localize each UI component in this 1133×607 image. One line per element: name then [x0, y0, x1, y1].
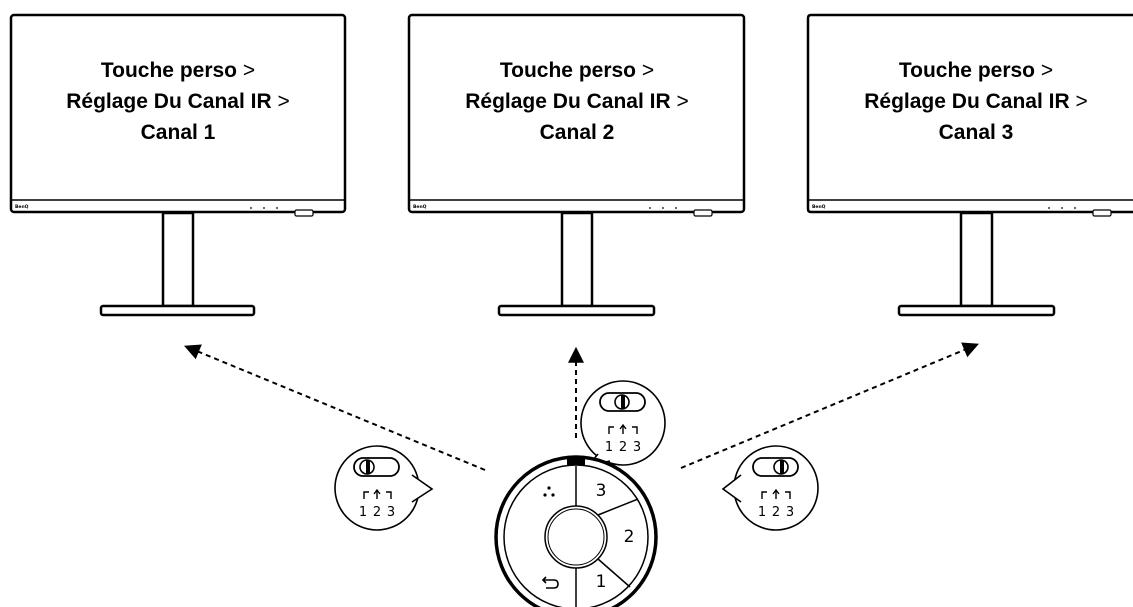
channel-label-2: 2: [619, 440, 627, 455]
menu-path-separator: >: [670, 90, 689, 113]
monitor-2-screen-text: Touche perso > Réglage Du Canal IR > Can…: [417, 55, 737, 148]
switch-callout-channel-3: 1 2 3: [721, 445, 819, 531]
hotkey-puck: 3 2 1: [494, 455, 658, 607]
puck-segment-2[interactable]: 2: [624, 527, 635, 547]
channel-label-3: 3: [786, 505, 794, 520]
channel-arrows-icon: [608, 423, 638, 434]
switch-callout-channel-1: 1 2 3: [334, 445, 434, 531]
channel-label-1: 1: [359, 505, 367, 520]
menu-path-line-3: Canal 2: [539, 121, 615, 144]
ir-switch-icon: [599, 392, 646, 412]
monitor-3-base: [897, 304, 1056, 317]
monitor-1-brand: BenQ: [15, 204, 29, 210]
menu-path-line-2: Réglage Du Canal IR: [864, 90, 1070, 113]
menu-path-separator: >: [1035, 59, 1054, 82]
menu-path-separator: >: [636, 59, 655, 82]
menu-path-separator: >: [237, 59, 256, 82]
puck-segment-1[interactable]: 1: [596, 572, 607, 592]
monitor-2: BenQ: [407, 13, 746, 317]
menu-path-line-3: Canal 1: [140, 121, 216, 144]
menu-path-line-1: Touche perso: [499, 59, 637, 82]
monitor-1-neck: [161, 211, 195, 308]
puck-segment-dividers: [575, 466, 639, 607]
menu-path-line-2: Réglage Du Canal IR: [465, 90, 671, 113]
puck-segment-3[interactable]: 3: [596, 481, 607, 501]
monitor-3-brand: BenQ: [812, 204, 826, 210]
monitor-2-controls: [647, 207, 713, 217]
monitor-1-screen-text: Touche perso > Réglage Du Canal IR > Can…: [18, 55, 338, 148]
channel-label-3: 3: [387, 505, 395, 520]
menu-path-line-2: Réglage Du Canal IR: [66, 90, 272, 113]
menu-path-line-1: Touche perso: [898, 59, 1036, 82]
signal-arrows: [184, 342, 979, 471]
monitor-3-screen-text: Touche perso > Réglage Du Canal IR > Can…: [816, 55, 1133, 148]
ir-switch-icon: [353, 457, 400, 477]
channel-label-3: 3: [633, 440, 641, 455]
channel-arrows-icon: [363, 488, 392, 499]
monitor-2-neck: [560, 211, 594, 308]
monitor-3: BenQ: [806, 13, 1133, 317]
channel-label-2: 2: [373, 505, 381, 520]
monitor-3-bezel: [806, 13, 1133, 214]
monitor-1: BenQ: [9, 13, 347, 317]
arrow-to-monitor-3: [680, 342, 979, 469]
monitor-1-controls: [248, 207, 314, 217]
monitor-2-brand: BenQ: [413, 204, 427, 210]
monitor-3-controls: [1046, 207, 1112, 217]
back-arrow-icon[interactable]: [541, 576, 559, 589]
arrow-to-monitor-1: [184, 344, 486, 471]
monitor-3-neck: [959, 211, 994, 308]
menu-path-separator: >: [1069, 90, 1088, 113]
channel-arrows-icon: [761, 488, 791, 499]
puck-ir-window: [567, 457, 585, 465]
menu-path-line-3: Canal 3: [938, 121, 1014, 144]
menu-path-separator: >: [271, 90, 290, 113]
menu-path-line-1: Touche perso: [100, 59, 238, 82]
ir-switch-icon: [752, 457, 799, 477]
puck-center-button[interactable]: [544, 505, 608, 569]
channel-label-2: 2: [772, 505, 780, 520]
three-dots-icon[interactable]: [543, 486, 555, 497]
channel-label-1: 1: [605, 440, 613, 455]
monitor-2-base: [497, 304, 656, 317]
monitor-1-base: [99, 304, 256, 317]
channel-label-1: 1: [758, 505, 766, 520]
switch-callout-channel-2: 1 2 3: [580, 380, 666, 468]
